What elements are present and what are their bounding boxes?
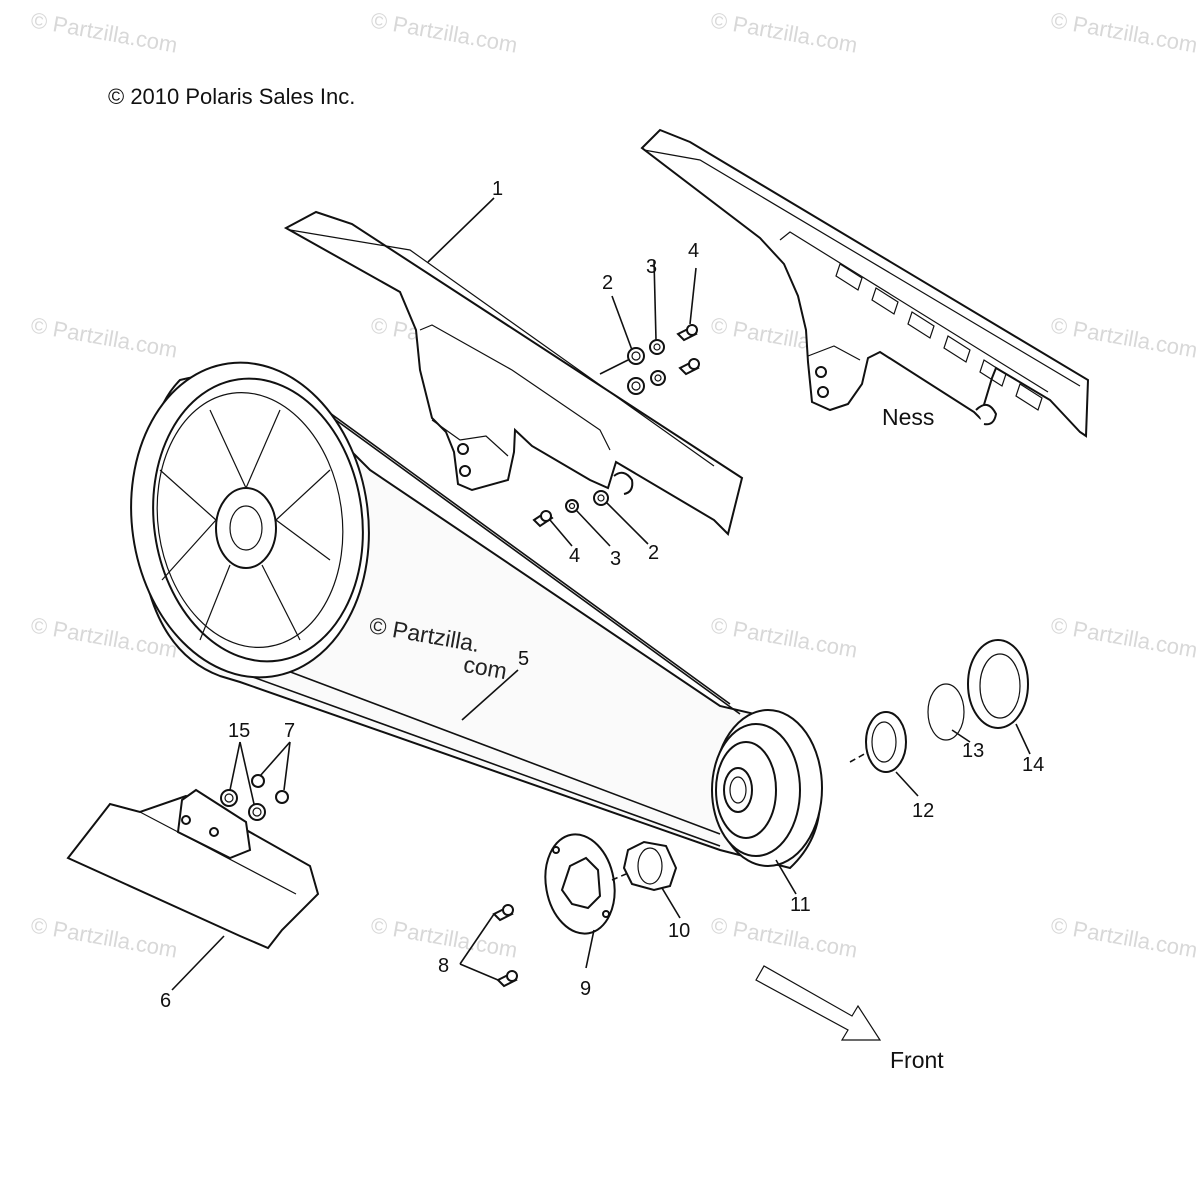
callout-11: 11 [790, 894, 811, 916]
callout-2-lower: 2 [648, 542, 660, 564]
callout-4: 4 [688, 240, 700, 262]
callout-7: 7 [284, 720, 296, 742]
callout-8: 8 [438, 955, 450, 977]
snap-ring [927, 683, 965, 741]
guard-fasteners-upper [599, 324, 700, 395]
ness-belt-guard [640, 128, 1090, 438]
guard-fasteners-lower [532, 490, 609, 528]
callout-10: 10 [668, 920, 691, 942]
callout-5: 5 [518, 648, 530, 670]
callout-13: 13 [962, 740, 985, 762]
lock-plate-bolts [492, 904, 518, 988]
callout-14: 14 [1022, 754, 1045, 776]
oil-seal [967, 639, 1029, 729]
leader-lines [171, 197, 1031, 991]
lock-plate [544, 833, 616, 935]
callout-6: 6 [160, 990, 172, 1012]
front-drive-pulley [711, 709, 823, 867]
upper-belt-guard [283, 210, 744, 536]
callout-1: 1 [492, 178, 504, 200]
callout-3-lower: 3 [610, 548, 622, 570]
callout-15: 15 [228, 720, 251, 742]
lower-belt-guard [66, 788, 320, 950]
front-arrow-icon [755, 965, 882, 1041]
copyright-notice: © 2010 Polaris Sales Inc. [108, 84, 356, 109]
lower-guard-fasteners [220, 774, 289, 821]
pulley-nut [611, 840, 678, 892]
callout-2: 2 [602, 272, 614, 294]
callout-4-lower: 4 [569, 545, 581, 567]
callout-12: 12 [912, 800, 935, 822]
callout-3: 3 [646, 256, 658, 278]
callout-9: 9 [580, 978, 592, 1000]
front-label: Front [890, 1047, 944, 1073]
bearing-spacer [865, 711, 907, 773]
ness-label: Ness [882, 404, 935, 430]
rear-wheel-pulley [130, 361, 370, 679]
